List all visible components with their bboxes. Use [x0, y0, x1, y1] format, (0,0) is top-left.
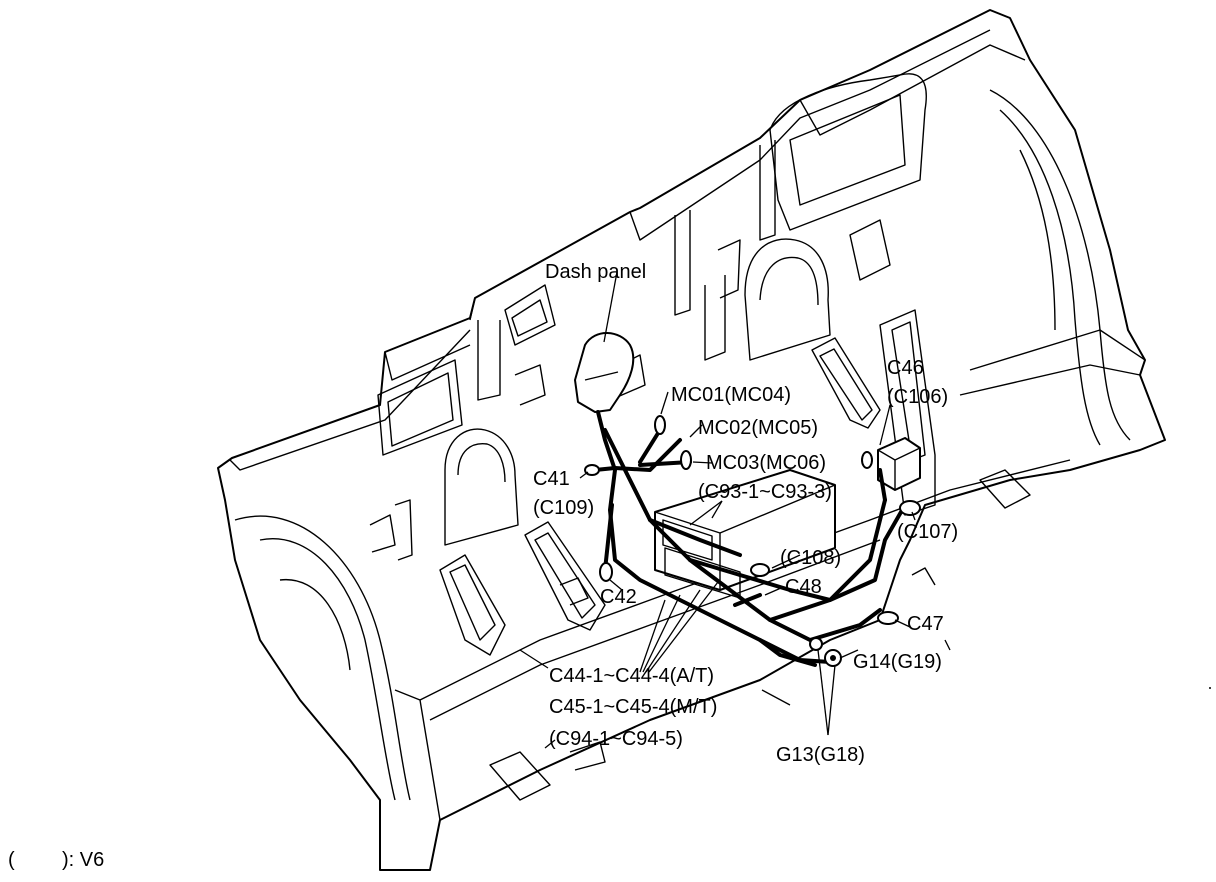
dash-panel-outline	[217, 9, 1166, 871]
label-c107: (C107)	[897, 521, 958, 543]
label-c93: (C93-1~C93-3)	[698, 481, 832, 503]
label-c44: C44-1~C44-4(A/T)	[549, 665, 714, 687]
left-cowl-arch	[234, 515, 411, 801]
right-upper-recess	[769, 73, 927, 231]
callout-labels: Dash panel MC01(MC04) MC02(MC05) MC03(MC…	[533, 261, 958, 766]
variant-legend: ( ): V6	[8, 849, 104, 871]
label-dash-panel: Dash panel	[545, 261, 646, 283]
wiring-harness	[584, 410, 921, 667]
label-mc01: MC01(MC04)	[671, 384, 791, 406]
label-c106: (C106)	[887, 386, 948, 408]
label-c108: (C108)	[780, 547, 841, 569]
floor-slot-center	[524, 521, 606, 631]
label-c42: C42	[600, 586, 637, 608]
legend-v6-note: ): V6	[62, 849, 104, 871]
label-c41: C41	[533, 468, 570, 490]
label-mc02: MC02(MC05)	[698, 417, 818, 439]
legend-open-paren: (	[8, 849, 15, 871]
label-c48: C48	[785, 576, 822, 598]
relay-box	[877, 437, 921, 491]
dash-panel-illustration	[217, 9, 1166, 871]
label-c94: (C94-1~C94-5)	[549, 728, 683, 750]
label-c109: (C109)	[533, 497, 594, 519]
label-g14: G14(G19)	[853, 651, 942, 673]
floor-slot-right	[811, 337, 881, 429]
harness-grommet	[574, 332, 635, 413]
label-c45: C45-1~C45-4(M/T)	[549, 696, 717, 718]
label-mc03: MC03(MC06)	[706, 452, 826, 474]
floor-slot-left	[439, 554, 506, 656]
label-c46: C46	[887, 357, 924, 379]
stray-dot	[1209, 687, 1211, 689]
label-c47: C47	[907, 613, 944, 635]
leader-lines	[519, 271, 951, 749]
label-g13: G13(G18)	[776, 744, 865, 766]
right-cowl-arch	[989, 89, 1131, 441]
left-window-recess	[377, 359, 463, 456]
